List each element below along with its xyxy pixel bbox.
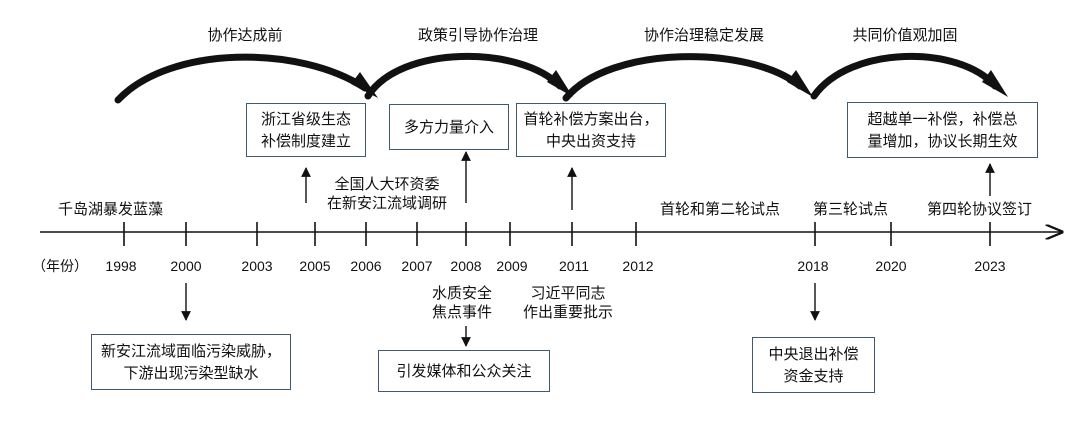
phase-label-2: 政策引导协作治理 xyxy=(417,26,539,44)
box-first-round: 首轮补偿方案出台， 中央出资支持 xyxy=(516,103,666,157)
year-label-2008: 2008 xyxy=(450,258,482,274)
year-ticks xyxy=(123,222,991,246)
year-label-2011: 2011 xyxy=(558,258,590,274)
phase-arc-3-head xyxy=(787,70,813,97)
box-multi-forces: 多方力量介入 xyxy=(389,104,509,150)
event-pilot-1-2: 首轮和第二轮试点 xyxy=(660,200,781,218)
phase-arc-2 xyxy=(364,53,564,100)
year-label-2007: 2007 xyxy=(401,258,433,274)
phase-arc-4-head xyxy=(982,70,1008,97)
phase-arc-1 xyxy=(114,53,369,104)
phase-label-3: 协作治理稳定发展 xyxy=(643,26,765,44)
box-beyond-single: 超越单一补偿，补偿总 量增加，协议长期生效 xyxy=(847,102,1038,158)
event-arrows xyxy=(181,151,995,347)
year-label-2020: 2020 xyxy=(875,258,907,274)
box-zhejiang-compensation: 浙江省级生态 补偿制度建立 xyxy=(246,103,366,157)
phase-arc-4 xyxy=(810,53,999,100)
phase-label-4: 共同价值观加固 xyxy=(852,26,958,44)
event-pilot-4: 第四轮协议签订 xyxy=(927,200,1033,218)
year-label-2023: 2023 xyxy=(974,258,1006,274)
event-1998-algae: 千岛湖暴发蓝藻 xyxy=(58,200,164,218)
box-central-exit: 中央退出补偿 资金支持 xyxy=(752,337,875,393)
event-2011-instruction: 习近平同志 作出重要批示 xyxy=(523,284,614,321)
event-2008-water-safety: 水质安全 焦点事件 xyxy=(432,284,493,321)
year-label-2005: 2005 xyxy=(299,258,331,274)
year-label-1998: 1998 xyxy=(105,258,137,274)
axis-unit-label: （年份） xyxy=(32,259,88,275)
phase-label-1: 协作达成前 xyxy=(207,26,283,44)
year-label-2012: 2012 xyxy=(622,258,654,274)
year-label-2018: 2018 xyxy=(797,258,829,274)
event-pilot-3: 第三轮试点 xyxy=(813,200,889,218)
phase-arc-3 xyxy=(562,53,804,102)
year-label-2000: 2000 xyxy=(170,258,202,274)
year-label-2009: 2009 xyxy=(496,258,528,274)
phase-arc-2-head xyxy=(547,70,573,97)
box-pollution-threat: 新安江流域面临污染威胁， 下游出现污染型缺水 xyxy=(91,334,291,390)
event-2006-survey: 全国人大环资委 在新安江流域调研 xyxy=(327,175,448,212)
year-label-2006: 2006 xyxy=(350,258,382,274)
box-media-attention: 引发媒体和公众关注 xyxy=(378,350,550,392)
year-label-2003: 2003 xyxy=(241,258,273,274)
